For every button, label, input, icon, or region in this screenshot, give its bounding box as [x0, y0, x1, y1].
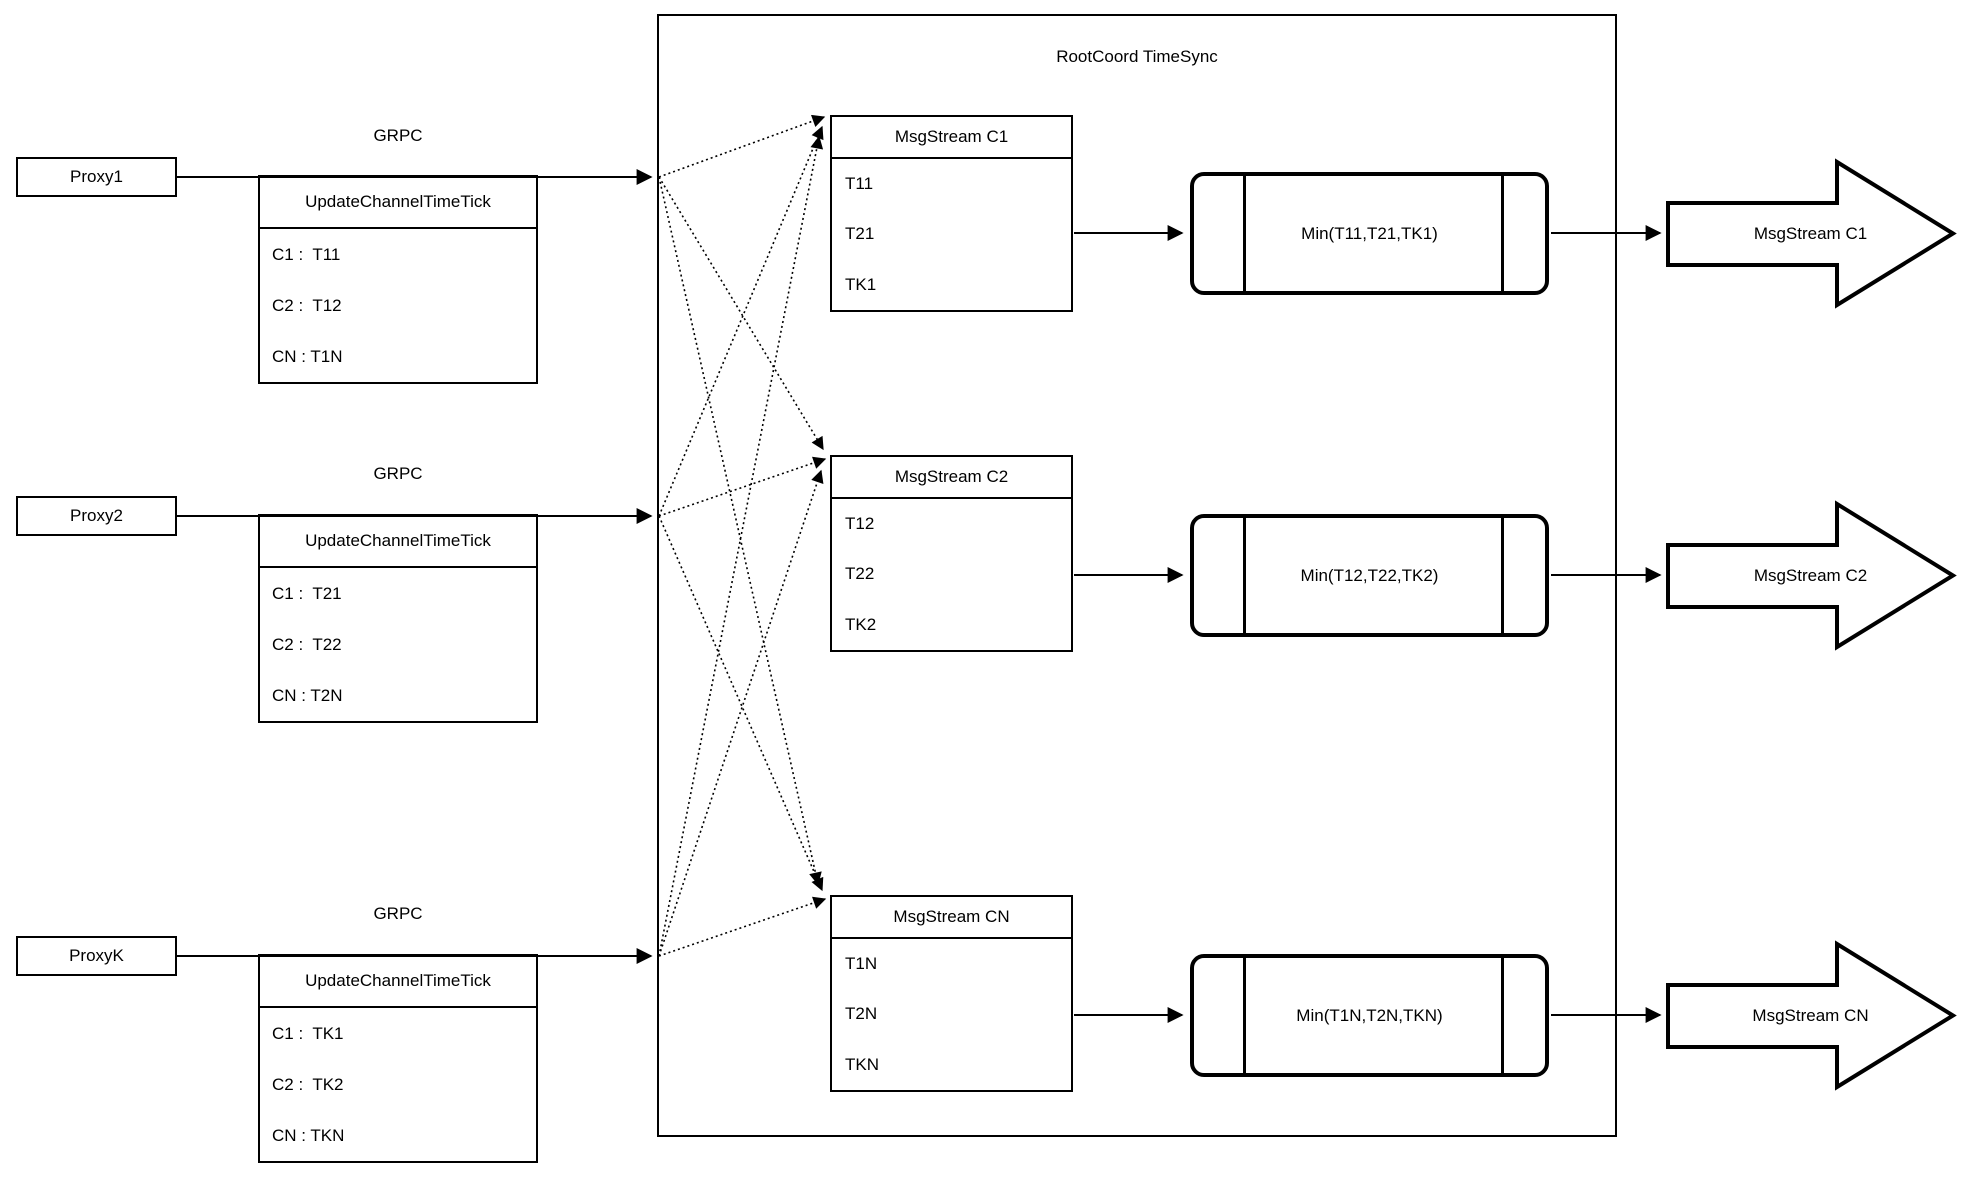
grpc-label: GRPC [373, 126, 423, 145]
update-channel-table-2: UpdateChannelTimeTick C1 : T21 C2 : T22 … [258, 514, 538, 723]
table-row: TK2 [845, 614, 877, 634]
output-arrow-label-2: MsgStream C2 [1753, 566, 1868, 585]
msgstream-table-2: MsgStream C2 T12 T22 TK2 [830, 455, 1073, 652]
pill-divider [1243, 958, 1246, 1073]
table-row: TK1 [845, 274, 877, 294]
min-label: Min(T11,T21,TK1) [1301, 223, 1438, 243]
table-header: MsgStream C2 [832, 457, 1071, 499]
proxy-label: Proxy2 [70, 506, 123, 525]
min-pill-2: Min(T12,T22,TK2) [1190, 514, 1549, 637]
update-channel-table-1: UpdateChannelTimeTick C1 : T11 C2 : T12 … [258, 175, 538, 384]
pill-divider [1501, 176, 1504, 291]
grpc-label: GRPC [373, 464, 423, 483]
output-block-arrows [1666, 158, 1957, 1091]
table-row: C1 : T21 [272, 583, 342, 603]
pill-divider [1501, 958, 1504, 1073]
table-row: CN : T2N [272, 685, 343, 705]
table-row: C1 : T11 [272, 244, 341, 264]
table-header: UpdateChannelTimeTick [260, 516, 536, 568]
min-pill-1: Min(T11,T21,TK1) [1190, 172, 1549, 295]
table-row: C2 : T12 [272, 295, 342, 315]
table-row: T12 [845, 514, 875, 534]
table-row: T2N [845, 1004, 878, 1024]
table-row: CN : T1N [272, 346, 343, 366]
table-header: MsgStream CN [832, 897, 1071, 939]
output-arrow-label-1: MsgStream C1 [1753, 224, 1868, 243]
update-channel-table-3: UpdateChannelTimeTick C1 : TK1 C2 : TK2 … [258, 954, 538, 1163]
proxy-label: ProxyK [69, 946, 124, 965]
rootcoord-title: RootCoord TimeSync [1056, 47, 1218, 66]
table-row: T21 [845, 224, 875, 244]
proxy-label: Proxy1 [70, 167, 123, 186]
proxy-box-1: Proxy1 [16, 157, 177, 197]
pill-divider [1243, 176, 1246, 291]
table-header: UpdateChannelTimeTick [260, 177, 536, 229]
table-row: C1 : TK1 [272, 1023, 344, 1043]
grpc-label: GRPC [373, 904, 423, 923]
min-pill-3: Min(T1N,T2N,TKN) [1190, 954, 1549, 1077]
table-row: C2 : T22 [272, 634, 342, 654]
table-row: T11 [845, 174, 874, 194]
msgstream-table-1: MsgStream C1 T11 T21 TK1 [830, 115, 1073, 312]
table-row: T1N [845, 954, 878, 974]
min-label: Min(T1N,T2N,TKN) [1296, 1005, 1443, 1025]
pill-divider [1501, 518, 1504, 633]
proxy-box-3: ProxyK [16, 936, 177, 976]
table-row: TKN [845, 1054, 879, 1074]
table-header: UpdateChannelTimeTick [260, 956, 536, 1008]
msgstream-table-3: MsgStream CN T1N T2N TKN [830, 895, 1073, 1092]
min-label: Min(T12,T22,TK2) [1300, 565, 1439, 585]
table-header: MsgStream C1 [832, 117, 1071, 159]
table-row: T22 [845, 564, 875, 584]
table-row: C2 : TK2 [272, 1074, 344, 1094]
output-arrow-label-3: MsgStream CN [1752, 1006, 1869, 1025]
pill-divider [1243, 518, 1246, 633]
table-row: CN : TKN [272, 1125, 345, 1145]
proxy-box-2: Proxy2 [16, 496, 177, 536]
